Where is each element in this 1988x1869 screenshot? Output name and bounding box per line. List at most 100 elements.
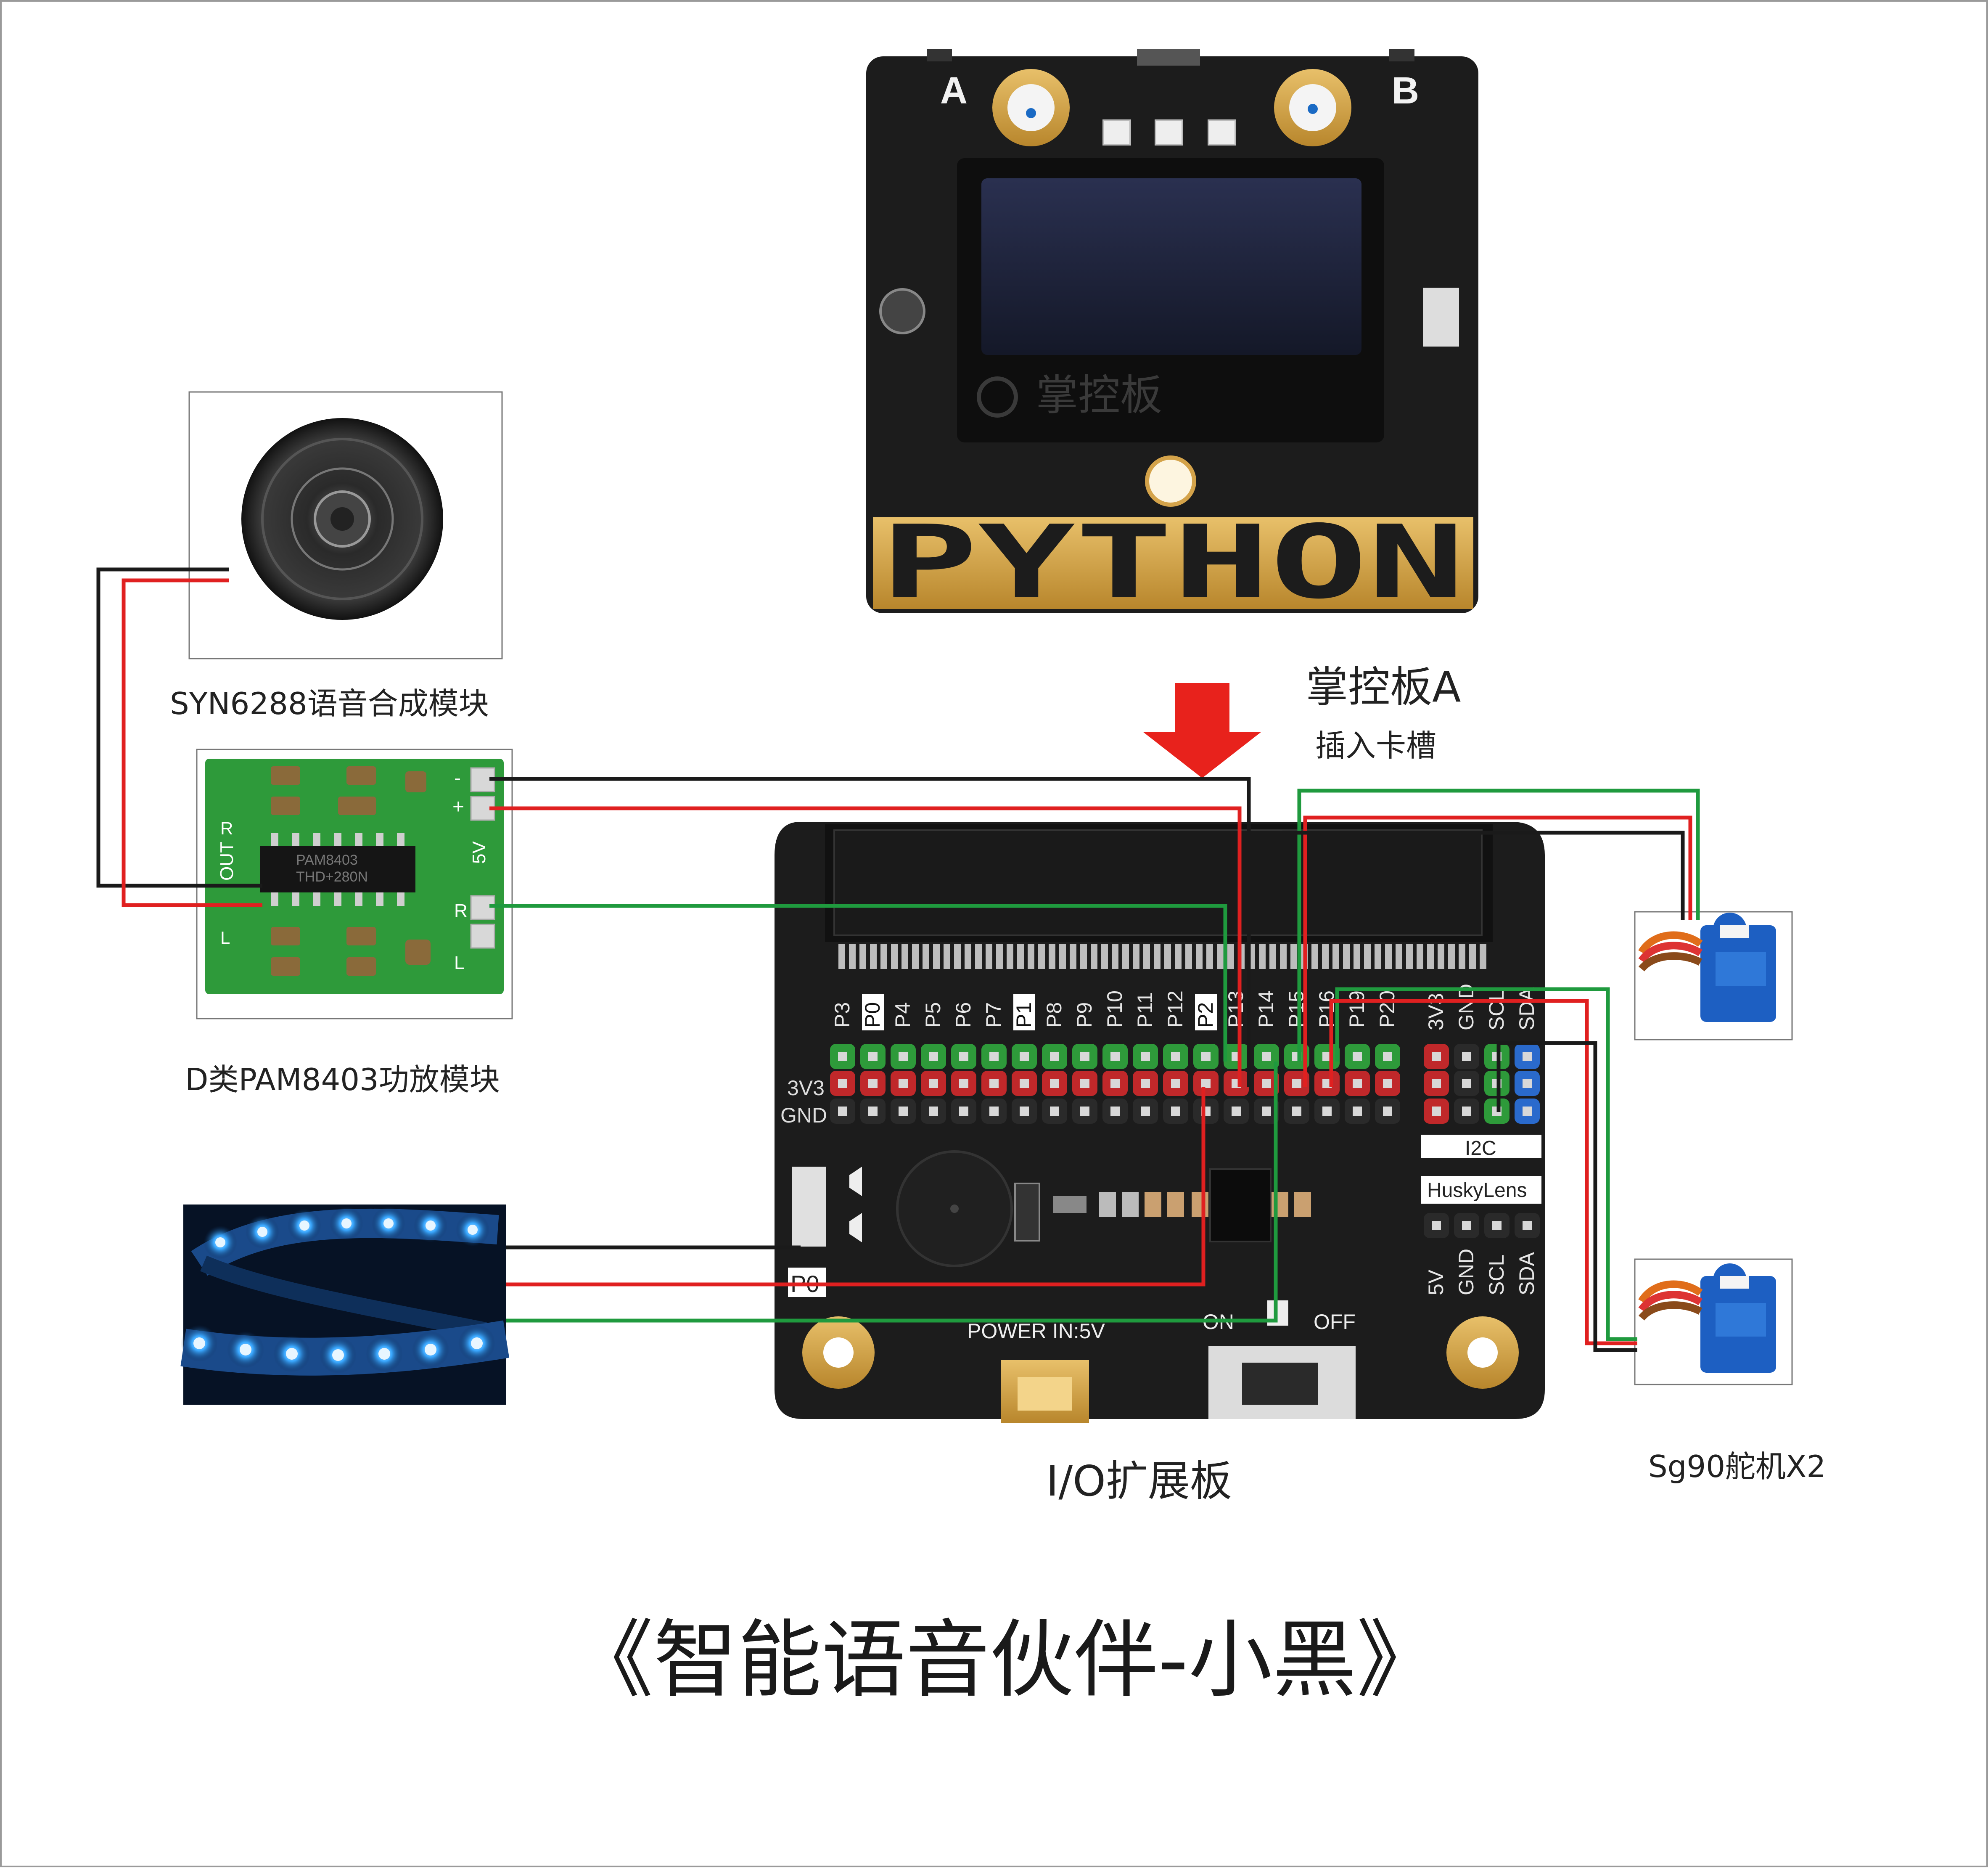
i2c-pin-center: [1462, 1107, 1471, 1116]
slot-pin: [1354, 944, 1360, 969]
slot-pin: [1196, 944, 1203, 969]
slot-pin: [880, 944, 887, 969]
wires: [96, 567, 1700, 1352]
amp-pin-r-top: R: [220, 818, 233, 838]
pin-label: P2: [1194, 1002, 1217, 1028]
slot-pin: [1017, 944, 1024, 969]
slot-pin: [1175, 944, 1182, 969]
wire-amp-5v: [489, 806, 1242, 1087]
wire-speaker-black: [96, 567, 262, 888]
slot-pin: [1364, 944, 1371, 969]
husky-pin-center: [1432, 1221, 1441, 1230]
side-pin-label: 3V3: [1424, 993, 1448, 1030]
speaker-label: SYN6288语音合成模块: [170, 686, 489, 721]
header-pin-center: [899, 1052, 908, 1061]
regulator: [1209, 1168, 1272, 1242]
slot-pin: [1259, 944, 1266, 969]
i2c-pin-center: [1432, 1107, 1441, 1116]
slot-pin: [1311, 944, 1318, 969]
i2c-pin-center: [1432, 1052, 1441, 1061]
wire-servo1-5v: [1303, 815, 1692, 1087]
header-pin-center: [1353, 1107, 1362, 1116]
chip-text-1: PAM8403: [296, 852, 358, 868]
slot-pin: [912, 944, 919, 969]
i2c-pin-center: [1523, 1079, 1532, 1088]
slot-pin: [1469, 944, 1476, 969]
wire-servo2-signal: [1335, 987, 1637, 1341]
slot-pin: [1154, 944, 1161, 969]
pin-label: P3: [830, 1002, 854, 1028]
header-pin-center: [1050, 1052, 1059, 1061]
slot-pin: [1332, 944, 1339, 969]
slot-pin: [870, 944, 877, 969]
mainboard-logo: 掌控板: [1036, 371, 1162, 420]
husky-pin-center: [1523, 1221, 1532, 1230]
header-pin-center: [1050, 1107, 1059, 1116]
pin-label: P9: [1073, 1002, 1096, 1028]
brand-text: PYTHON: [880, 503, 1465, 621]
mic: [1423, 288, 1459, 347]
slot-pin: [1406, 944, 1413, 969]
edge-connector: [873, 517, 1473, 609]
header-pin-center: [959, 1107, 968, 1116]
header-pin-center: [1292, 1107, 1301, 1116]
slot-pin: [1122, 944, 1129, 969]
header-pin-center: [868, 1079, 878, 1088]
oled-screen: [981, 178, 1361, 355]
slot-pin: [1091, 944, 1097, 969]
header-pin-center: [1020, 1107, 1029, 1116]
header-pin-center: [1262, 1079, 1271, 1088]
husky-pin-center: [1462, 1221, 1471, 1230]
pin-label: P6: [952, 1002, 975, 1028]
pin-label: P4: [891, 1002, 915, 1028]
side-pin-label: SCL: [1485, 990, 1508, 1030]
insert-arrow: [1143, 683, 1261, 778]
header-pin-center: [929, 1107, 938, 1116]
slot-pin: [1459, 944, 1465, 969]
wire-servo1-signal: [1297, 789, 1700, 1062]
header-pin-center: [929, 1079, 938, 1088]
slot-pin: [838, 944, 845, 969]
slot-pin: [1185, 944, 1192, 969]
pin-label: P8: [1042, 1002, 1066, 1028]
i2c-pin-center: [1523, 1052, 1532, 1061]
i2c-pin-center: [1462, 1052, 1471, 1061]
header-pin-center: [1383, 1107, 1392, 1116]
header-pin-center: [838, 1107, 847, 1116]
i2c-label: I2C: [1465, 1137, 1496, 1160]
header-pin-center: [1171, 1107, 1180, 1116]
header-pin-center: [1141, 1107, 1150, 1116]
wire-amp-gnd: [489, 777, 1251, 1087]
header-pin-center: [1292, 1079, 1301, 1088]
header-pin-center: [959, 1079, 968, 1088]
header-pin-center: [1110, 1079, 1120, 1088]
wire-servo1-gnd: [1282, 831, 1685, 920]
header-pin-center: [1383, 1052, 1392, 1061]
header-pin-center: [1201, 1079, 1211, 1088]
wire-led-5v: [506, 1087, 1205, 1287]
slot-pin: [944, 944, 950, 969]
button-b-label: B: [1392, 70, 1419, 112]
header-pin-center: [1141, 1052, 1150, 1061]
side-pin-label: GND: [1454, 984, 1478, 1030]
slot-pin: [1290, 944, 1297, 969]
slot-pin: [1396, 944, 1402, 969]
header-pin-center: [1080, 1107, 1089, 1116]
slot-pin: [891, 944, 898, 969]
slot-pin: [1343, 944, 1350, 969]
pin-label: P7: [982, 1002, 1005, 1028]
amplifier-module: PAM8403 THD+280N R L - + 5V OUT R L: [196, 749, 513, 1019]
header-pin-center: [1262, 1052, 1271, 1061]
wire-speaker-red: [122, 578, 262, 907]
header-pin-center: [1171, 1052, 1180, 1061]
header-pin-center: [1020, 1079, 1029, 1088]
slot-pin: [1080, 944, 1087, 969]
header-pin-center: [1353, 1052, 1362, 1061]
pin-label: P1: [1012, 1002, 1036, 1028]
slot-pin: [933, 944, 940, 969]
header-pin-center: [899, 1079, 908, 1088]
slot-pin: [1007, 944, 1013, 969]
wire-amp-signal: [489, 904, 1227, 1062]
